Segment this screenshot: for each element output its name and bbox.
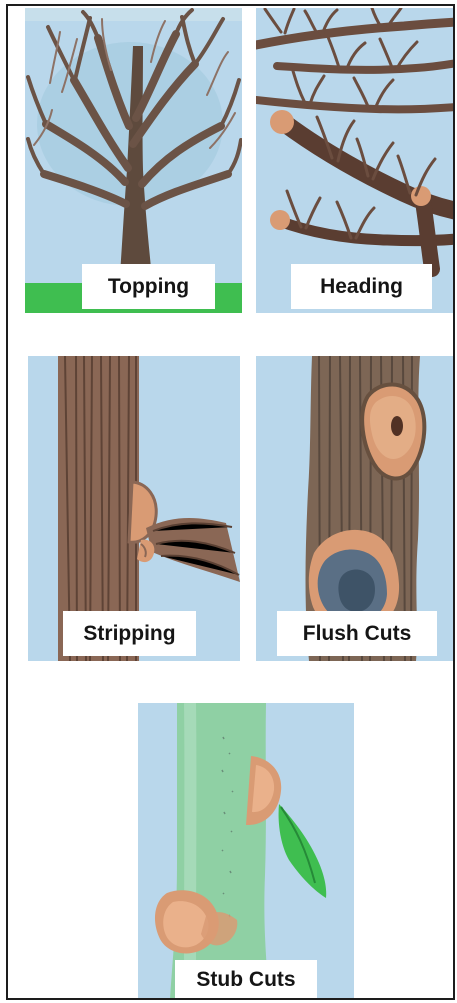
topping-panel: Topping [25, 8, 242, 313]
flush-cuts-panel: Flush Cuts [256, 356, 455, 661]
stub-cuts-trunk-illustration [138, 703, 354, 999]
stripping-label: Stripping [63, 611, 196, 656]
heading-label: Heading [291, 264, 432, 309]
pruning-cuts-figure: Topping Heading [6, 4, 455, 1000]
flush-cuts-label: Flush Cuts [277, 611, 437, 656]
stripping-panel: Stripping [28, 356, 240, 661]
heading-panel: Heading [256, 8, 455, 313]
stub-cuts-label: Stub Cuts [175, 960, 317, 999]
stub-cuts-panel: Stub Cuts [138, 703, 354, 999]
topping-label: Topping [82, 264, 215, 309]
